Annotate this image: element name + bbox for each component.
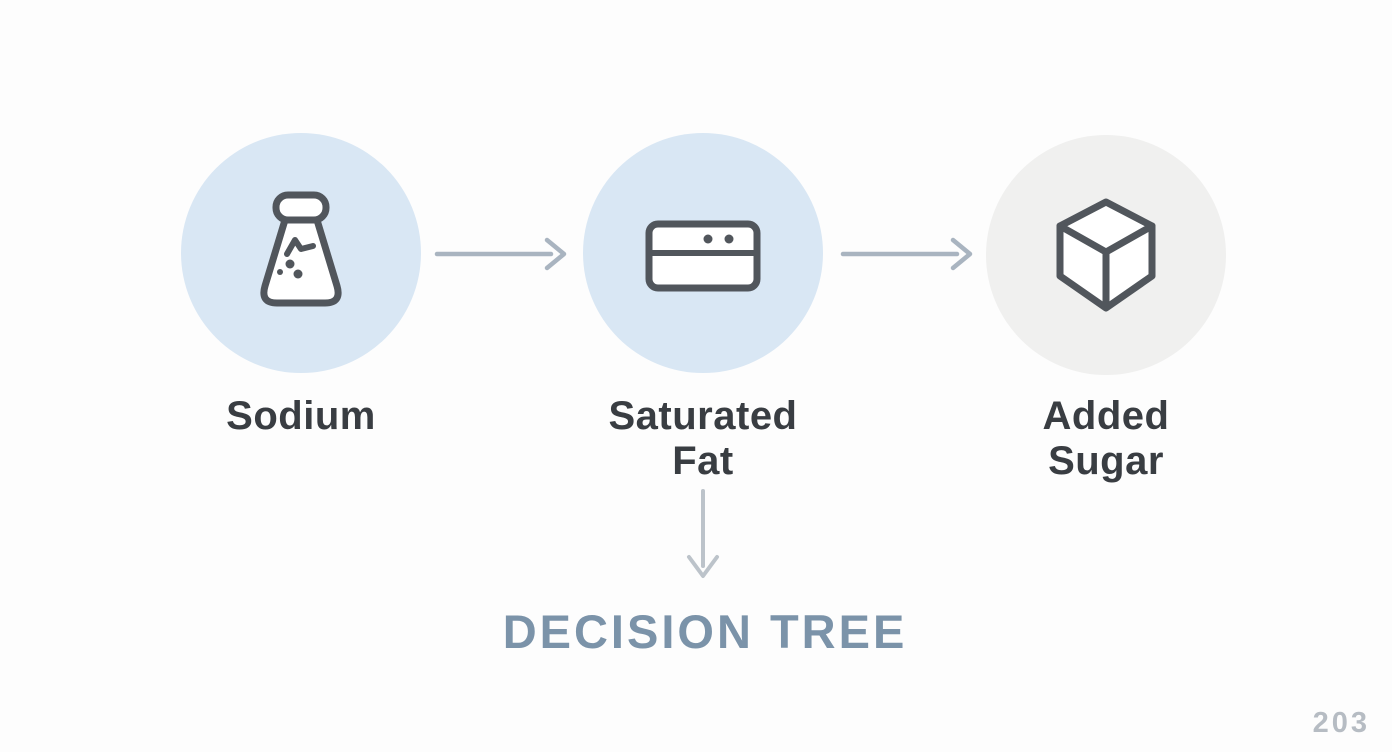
salt-shaker-icon bbox=[260, 191, 342, 307]
node-circle-saturated-fat bbox=[583, 133, 823, 373]
diagram-title: DECISION TREE bbox=[502, 605, 908, 658]
arrow-right-icon bbox=[434, 237, 567, 271]
node-circle-sodium bbox=[181, 133, 421, 373]
sugar-cube-icon bbox=[1056, 198, 1156, 312]
node-label-added-sugar: Added Sugar bbox=[1042, 394, 1170, 483]
page-number: 203 bbox=[1312, 707, 1370, 739]
node-circle-added-sugar bbox=[986, 135, 1226, 375]
arrow-down-icon bbox=[687, 489, 719, 578]
butter-stick-icon bbox=[645, 220, 761, 292]
node-label-saturated-fat: Saturated Fat bbox=[608, 394, 798, 483]
node-label-sodium: Sodium bbox=[226, 394, 376, 438]
arrow-right-icon bbox=[840, 237, 973, 271]
